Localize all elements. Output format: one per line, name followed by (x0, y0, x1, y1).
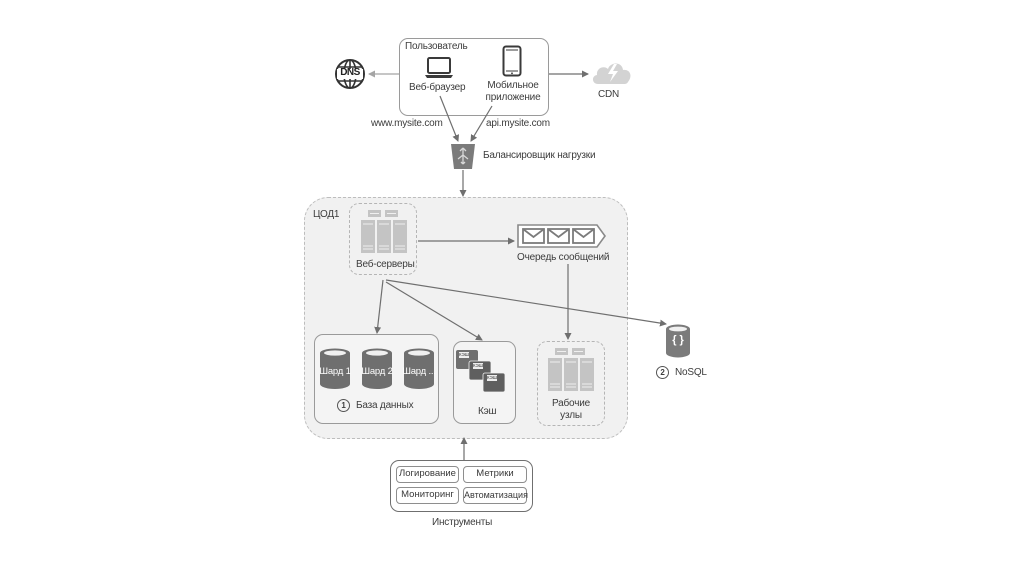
mobile-device-icon (502, 45, 522, 77)
cache-item-3-label: КЭШ (487, 375, 497, 380)
data-center-title: ЦОД1 (313, 209, 340, 220)
curly-braces-icon: { } (672, 334, 684, 346)
dns-globe-icon: DNS (334, 58, 366, 90)
workers-label-line1: Рабочие (552, 398, 590, 409)
database-label-text: База данных (356, 400, 414, 412)
shard-n-label: Шард ... (402, 366, 436, 377)
web-servers-label: Веб-серверы (356, 259, 415, 270)
tool-automation: Автоматизация (463, 487, 528, 504)
database-shards (318, 348, 438, 390)
workers-group (537, 341, 605, 426)
user-group-title: Пользователь (405, 41, 468, 52)
workers-label: Рабочие узлы (537, 398, 605, 422)
dns-label: DNS (340, 67, 360, 78)
load-balancer-icon (449, 142, 477, 170)
nosql-number-badge: 2 (656, 366, 669, 379)
nosql-label-text: NoSQL (675, 367, 707, 379)
web-domain-label: www.mysite.com (371, 118, 443, 129)
cache-stack-icon (456, 350, 516, 395)
load-balancer-label: Балансировщик нагрузки (483, 150, 596, 161)
mobile-app-label-line2: приложение (485, 92, 541, 103)
laptop-icon (424, 57, 454, 79)
shard-2-label: Шард 2 (361, 366, 393, 377)
nosql-label: 2 NoSQL (656, 366, 707, 379)
arrow-mobile-to-lb (470, 105, 493, 142)
web-servers-icon (360, 210, 408, 254)
message-queue-label: Очередь сообщений (517, 252, 610, 263)
mobile-app-label-line1: Мобильное (487, 80, 539, 91)
nosql-database-icon: { } (665, 324, 691, 358)
cache-item-1-label: КЭШ (459, 352, 469, 357)
arrow-web-to-nosql (385, 279, 667, 327)
workers-label-line2: узлы (560, 410, 582, 421)
tool-monitoring: Мониторинг (396, 487, 459, 504)
tool-metrics: Метрики (463, 466, 527, 483)
tool-logging: Логирование (396, 466, 459, 483)
arrow-browser-to-lb (439, 95, 460, 142)
cache-item-2-label: КЭШ (473, 363, 483, 368)
cache-label: Кэш (478, 406, 497, 417)
arrow-web-to-cache (385, 281, 483, 341)
api-domain-label: api.mysite.com (486, 118, 550, 129)
cdn-label: CDN (598, 89, 620, 100)
mobile-app-label: Мобильное приложение (480, 80, 546, 104)
message-queue-icon (517, 224, 607, 248)
tools-title: Инструменты (432, 517, 493, 528)
web-browser-label: Веб-браузер (409, 82, 466, 93)
shard-1-label: Шард 1 (319, 366, 351, 377)
arrow-web-to-db (374, 279, 384, 334)
user-group (399, 38, 549, 116)
database-number-badge: 1 (337, 399, 350, 412)
workers-servers-icon (547, 348, 595, 392)
database-label: 1 База данных (337, 399, 414, 412)
web-servers-group (349, 203, 417, 275)
cdn-cloud-icon (590, 58, 634, 86)
